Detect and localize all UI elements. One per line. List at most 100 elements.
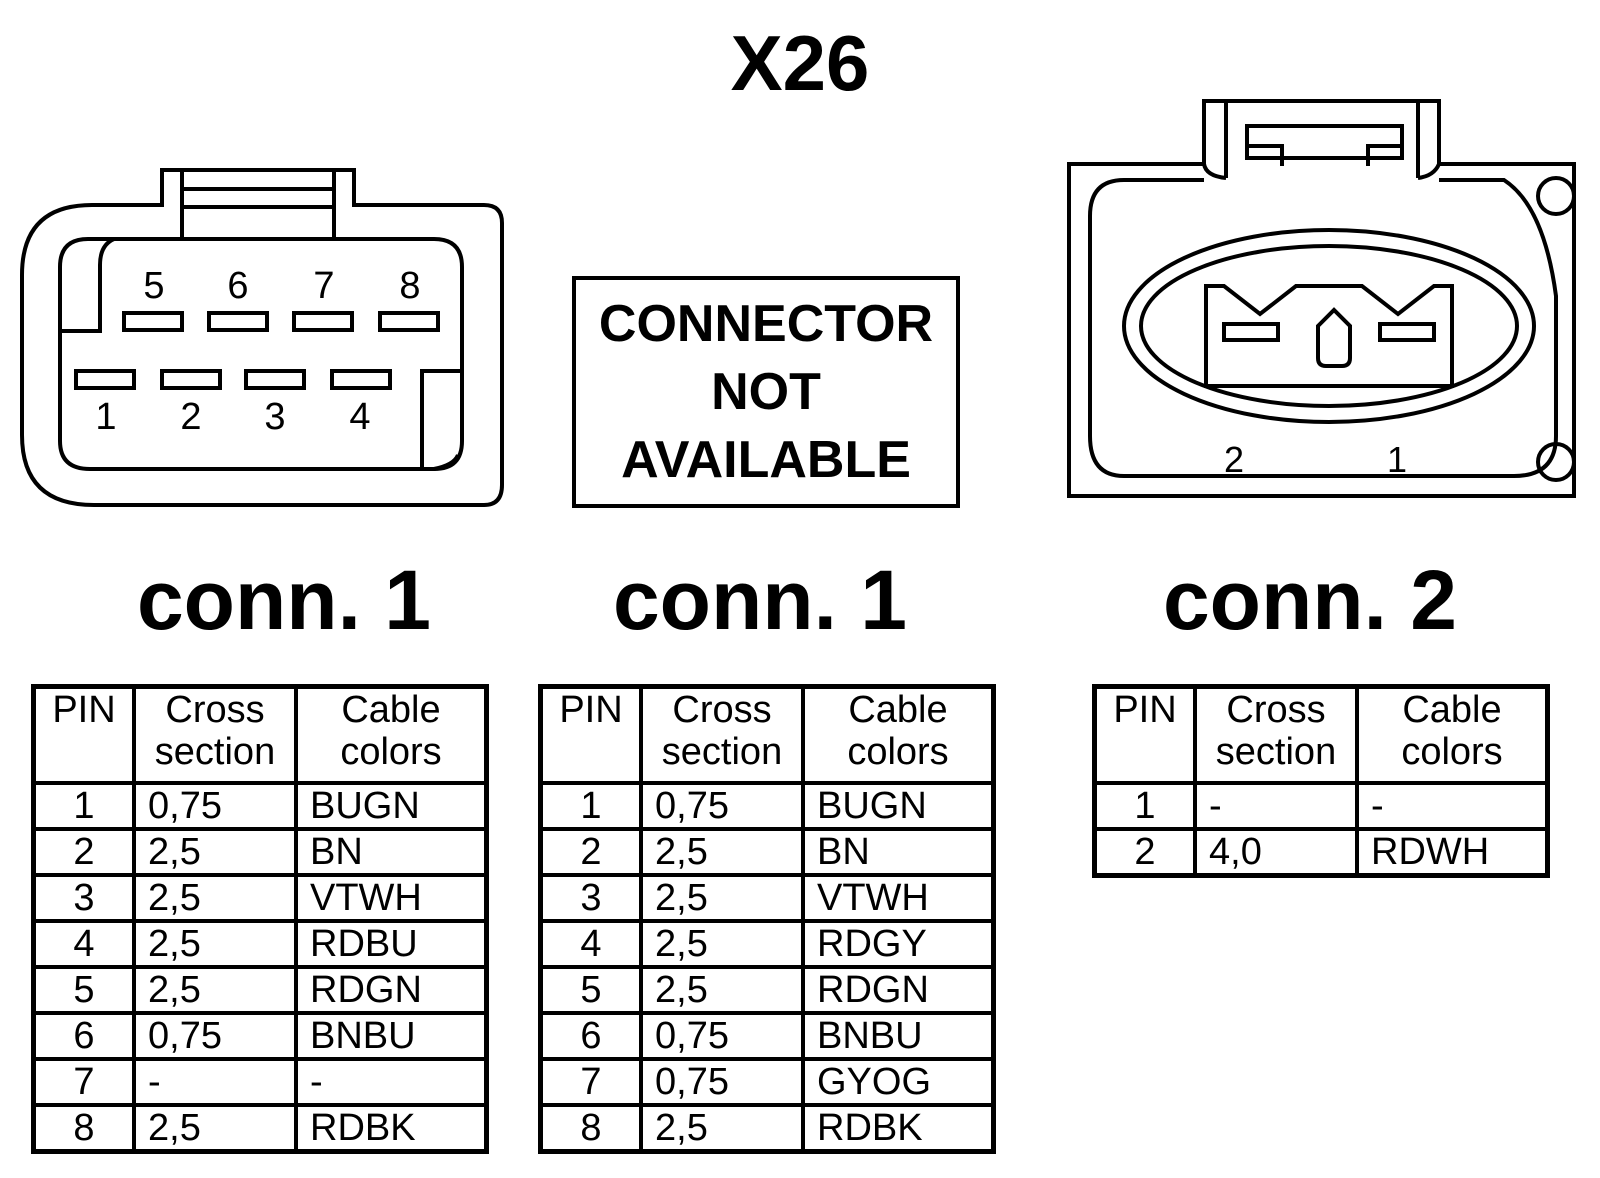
- header-text: colors: [1401, 731, 1503, 773]
- cable-color-cell: VTWH: [294, 873, 489, 923]
- cross-section-cell: 2,5: [132, 965, 298, 1015]
- cable-color-cell: RDWH: [1355, 827, 1550, 878]
- pin-cell: 2: [31, 827, 136, 877]
- cable-color-cell: RDBU: [294, 919, 489, 969]
- cross-section-cell: 2,5: [132, 1103, 298, 1154]
- pin-cell: 1: [538, 781, 643, 831]
- cross-section-cell: 2,5: [639, 919, 805, 969]
- not-available-line: CONNECTOR: [598, 295, 934, 353]
- cable-color-cell: GYOG: [801, 1057, 996, 1107]
- pin-cell: 5: [538, 965, 643, 1015]
- cross-section-cell: 2,5: [132, 873, 298, 923]
- connector-not-available-box: CONNECTOR NOT AVAILABLE: [572, 276, 960, 508]
- cross-section-cell: -: [1193, 781, 1359, 831]
- cross-section-cell: -: [132, 1057, 298, 1107]
- header-text: section: [154, 731, 276, 773]
- pin-cell: 2: [1092, 827, 1197, 878]
- cable-color-cell: BUGN: [294, 781, 489, 831]
- header-text: Cross: [1226, 689, 1326, 731]
- cross-section-cell: 2,5: [639, 827, 805, 877]
- pin-label: 1: [95, 396, 116, 438]
- pin-header: PIN: [538, 684, 643, 785]
- not-available-line: NOT: [711, 363, 821, 421]
- cable-color-cell: -: [1355, 781, 1550, 831]
- cable-color-cell: RDGN: [801, 965, 996, 1015]
- cross-section-cell: 2,5: [132, 919, 298, 969]
- cable-color-cell: RDGY: [801, 919, 996, 969]
- pin-header: PIN: [1092, 684, 1197, 785]
- pin-cell: 6: [31, 1011, 136, 1061]
- header-text: Cable: [341, 689, 441, 731]
- pin-cell: 5: [31, 965, 136, 1015]
- cable-color-cell: BNBU: [294, 1011, 489, 1061]
- cable-color-cell: BNBU: [801, 1011, 996, 1061]
- pin-label: 4: [349, 396, 370, 438]
- diagram-title: X26: [730, 19, 870, 107]
- pin-cell: 3: [31, 873, 136, 923]
- header-text: Cross: [165, 689, 265, 731]
- cross-section-cell: 4,0: [1193, 827, 1359, 878]
- pin-label: 6: [227, 265, 248, 307]
- header-text: Cross: [672, 689, 772, 731]
- pin-label: 1: [1387, 439, 1407, 480]
- pin-cell: 2: [538, 827, 643, 877]
- pin-label: 2: [1224, 439, 1244, 480]
- cross-section-cell: 0,75: [639, 781, 805, 831]
- pin-label: 5: [143, 265, 164, 307]
- header-text: Cable: [848, 689, 948, 731]
- cable-color-cell: -: [294, 1057, 489, 1107]
- connector-1-label: conn. 1: [136, 553, 432, 647]
- header-text: Cable: [1402, 689, 1502, 731]
- header-text: colors: [340, 731, 442, 773]
- header-text: PIN: [1113, 689, 1177, 731]
- pin-label: 3: [264, 396, 285, 438]
- pin-cell: 8: [538, 1103, 643, 1154]
- not-available-line: AVAILABLE: [621, 431, 911, 489]
- pin-cell: 6: [538, 1011, 643, 1061]
- pin-label: 8: [399, 265, 420, 307]
- cable-color-cell: BN: [801, 827, 996, 877]
- pin-cell: 4: [538, 919, 643, 969]
- cable-color-cell: VTWH: [801, 873, 996, 923]
- pin-cell: 3: [538, 873, 643, 923]
- cross-section-cell: 2,5: [639, 1103, 805, 1154]
- cable-color-cell: BN: [294, 827, 489, 877]
- pin-cell: 7: [31, 1057, 136, 1107]
- pin-label: 2: [180, 396, 201, 438]
- pin-cell: 1: [31, 781, 136, 831]
- cross-section-cell: 2,5: [132, 827, 298, 877]
- cable-color-cell: RDGN: [294, 965, 489, 1015]
- cross-section-cell: 2,5: [639, 873, 805, 923]
- cable-color-cell: RDBK: [801, 1103, 996, 1154]
- cross-section-cell: 0,75: [132, 781, 298, 831]
- header-text: PIN: [559, 689, 623, 731]
- cable-color-cell: RDBK: [294, 1103, 489, 1154]
- connector-2-label: conn. 2: [1162, 553, 1458, 647]
- cross-section-cell: 0,75: [639, 1057, 805, 1107]
- cross-section-cell: 2,5: [639, 965, 805, 1015]
